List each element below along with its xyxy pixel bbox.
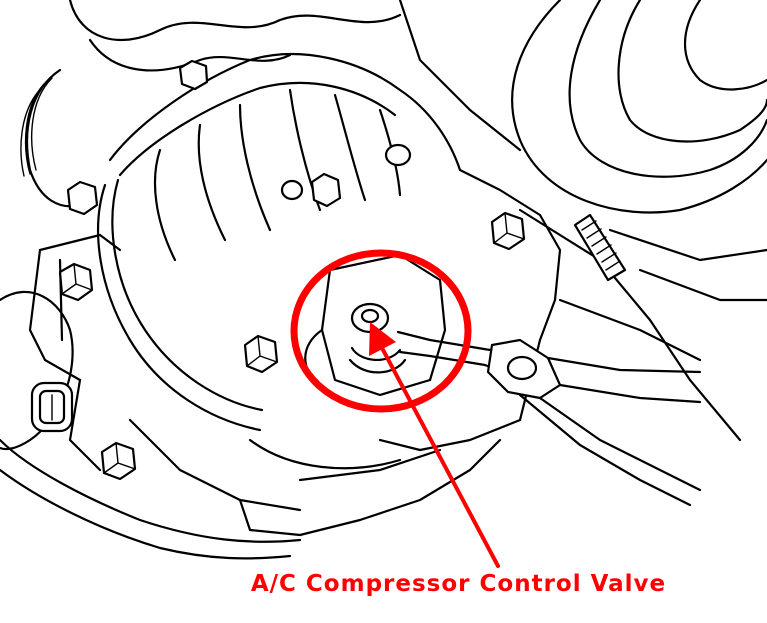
control-valve (304, 253, 447, 397)
callout-graphics (290, 249, 500, 568)
bolt (66, 180, 99, 216)
bolt-hole (384, 143, 412, 167)
bolts (58, 59, 526, 481)
callout-arrowhead (369, 322, 396, 356)
callout-arrow-line (380, 346, 500, 568)
bolt (310, 172, 342, 208)
callout-circle (290, 249, 472, 413)
bolt (178, 59, 209, 91)
compressor-body (28, 53, 562, 537)
callout-label: A/C Compressor Control Valve (250, 571, 667, 597)
bolt (490, 211, 526, 251)
snap-ring-pliers (396, 330, 702, 507)
engine-background (68, 0, 767, 442)
bolt-hole (280, 179, 304, 201)
bolt (243, 334, 279, 374)
bolt (58, 262, 94, 302)
pulley (0, 68, 302, 560)
electrical-connector (30, 381, 74, 433)
bolt (100, 441, 137, 481)
threaded-stud (573, 213, 627, 282)
